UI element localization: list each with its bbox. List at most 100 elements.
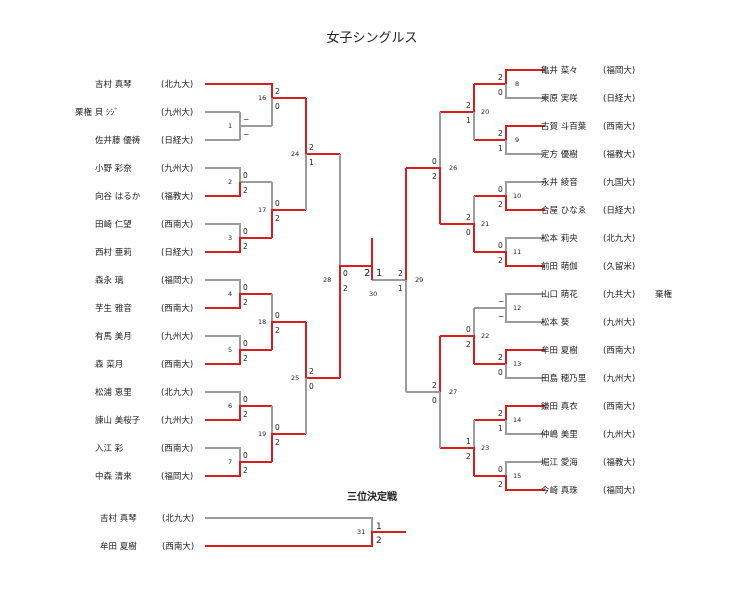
bracket-line-m12 bbox=[474, 293, 545, 323]
bracket-line-m5 bbox=[205, 335, 241, 350]
score: 2 bbox=[466, 452, 471, 461]
match-number: 21 bbox=[481, 220, 489, 228]
player-univ: (日経大) bbox=[603, 93, 635, 104]
player-univ: (九国大) bbox=[603, 177, 635, 188]
score: 2 bbox=[498, 200, 503, 209]
player-univ: (福岡大) bbox=[161, 471, 193, 482]
bracket-line-m3 bbox=[205, 223, 241, 238]
score: 2 bbox=[243, 298, 248, 307]
score: 2 bbox=[364, 268, 370, 279]
match-number: 6 bbox=[228, 402, 232, 410]
player-univ: (西南大) bbox=[603, 345, 635, 356]
bracket-line-m11 bbox=[505, 237, 545, 252]
match-number: 8 bbox=[515, 80, 519, 88]
score: 0 bbox=[498, 88, 503, 97]
third-place-scores: 1 2 bbox=[376, 522, 382, 546]
score: − bbox=[498, 297, 504, 306]
score: 1 bbox=[398, 284, 403, 293]
bracket-line-m2 bbox=[205, 167, 272, 183]
player-univ: (九州大) bbox=[603, 373, 635, 384]
bracket-line-m15 bbox=[505, 461, 545, 476]
score: 2 bbox=[309, 367, 314, 376]
match-number: 13 bbox=[513, 360, 521, 368]
bracket-line-m17-win bbox=[271, 209, 306, 238]
score: 0 bbox=[275, 311, 280, 320]
score: 0 bbox=[466, 228, 471, 237]
score: 2 bbox=[498, 73, 503, 82]
match-number: 2 bbox=[228, 178, 232, 186]
player-univ: (北九大) bbox=[162, 513, 194, 524]
match-number: 16 bbox=[258, 94, 266, 102]
bracket-line-m10 bbox=[505, 181, 545, 196]
score: 2 bbox=[498, 129, 503, 138]
match-number: 24 bbox=[291, 150, 299, 158]
bracket-line-m6 bbox=[205, 391, 241, 406]
match-number: 25 bbox=[291, 374, 299, 382]
score: 2 bbox=[432, 172, 437, 181]
score: 2 bbox=[466, 101, 471, 110]
player-name: 鎌田 真衣 bbox=[541, 401, 578, 412]
score: 0 bbox=[343, 269, 348, 278]
score: − bbox=[498, 312, 504, 321]
player-univ: (福岡大) bbox=[161, 275, 193, 286]
player-univ: (福岡大) bbox=[603, 65, 635, 76]
player-name: 今崎 真珠 bbox=[541, 485, 578, 496]
third-place-title: 三位決定戦 bbox=[347, 490, 398, 503]
player-name: 佐井藤 優祷 bbox=[95, 135, 141, 146]
bracket-line-m22-win bbox=[440, 335, 475, 364]
score: 0 bbox=[498, 241, 503, 250]
player-univ: (九州大) bbox=[603, 317, 635, 328]
bracket-line-m6-win bbox=[205, 405, 272, 421]
match-number: 7 bbox=[228, 458, 232, 466]
bracket-line-m14 bbox=[505, 420, 545, 435]
match-number: 31 bbox=[357, 528, 365, 536]
bracket-line-m9-win bbox=[474, 125, 545, 141]
score: 0 bbox=[498, 465, 503, 474]
player-name: 吉村 真琴 bbox=[95, 79, 132, 90]
match-number: 28 bbox=[323, 276, 331, 284]
player-name: 東原 実咲 bbox=[541, 93, 578, 104]
bracket-line-m14-win bbox=[474, 405, 545, 421]
match-number: 3 bbox=[228, 234, 232, 242]
player-univ: (西南大) bbox=[161, 219, 193, 230]
player-name: 前田 萌伽 bbox=[541, 261, 578, 272]
player-name: 吉村 真琴 bbox=[100, 513, 137, 524]
left-bracket-lines bbox=[205, 83, 372, 477]
bracket-line-m3-win bbox=[205, 237, 272, 253]
score: 1 bbox=[466, 437, 471, 446]
player-univ: (九共大) bbox=[603, 289, 635, 300]
score: 0 bbox=[243, 283, 248, 292]
score: 2 bbox=[466, 213, 471, 222]
score: 0 bbox=[275, 423, 280, 432]
left-player-list: 吉村 真琴 (北九大) 栗権 貝 ｼｼﾞ (九州大) 佐井藤 優祷 (日経大) … bbox=[75, 79, 193, 482]
player-name: 芋生 雅音 bbox=[95, 303, 132, 314]
score: 2 bbox=[243, 186, 248, 195]
match-number: 10 bbox=[513, 192, 521, 200]
player-univ: (西南大) bbox=[162, 541, 194, 552]
score: 2 bbox=[309, 143, 314, 152]
bracket-line-m8-win bbox=[474, 69, 545, 85]
score: 0 bbox=[466, 325, 471, 334]
player-name: 諫山 美桜子 bbox=[95, 415, 141, 426]
score: 0 bbox=[498, 368, 503, 377]
score: 1 bbox=[466, 116, 471, 125]
bracket-line-m11-win bbox=[474, 251, 545, 267]
score: 2 bbox=[243, 242, 248, 251]
bracket-line-m4-win bbox=[205, 293, 272, 309]
right-player-list: 亀井 菜々 (福岡大) 東原 実咲 (日経大) 古賀 斗百葉 (西南大) 定方 … bbox=[541, 65, 673, 496]
bracket-line-m31 bbox=[205, 517, 373, 532]
player-name: 仲嶋 美里 bbox=[541, 429, 578, 440]
score: 2 bbox=[275, 87, 280, 96]
player-univ: (九州大) bbox=[161, 331, 193, 342]
bracket-line-m9 bbox=[505, 140, 545, 155]
match-number: 5 bbox=[228, 346, 232, 354]
player-name: 山口 萌花 bbox=[541, 289, 578, 300]
player-univ: (西南大) bbox=[603, 121, 635, 132]
player-univ: (北九大) bbox=[161, 387, 193, 398]
bracket-line-m23-win bbox=[440, 447, 475, 476]
bracket-line-m5-win bbox=[205, 349, 272, 365]
match-number: 18 bbox=[258, 318, 266, 326]
score: 2 bbox=[275, 438, 280, 447]
match-number: 30 bbox=[369, 290, 377, 298]
third-place-players: 吉村 真琴 (北九大) 牟田 夏樹 (西南大) bbox=[100, 513, 194, 552]
